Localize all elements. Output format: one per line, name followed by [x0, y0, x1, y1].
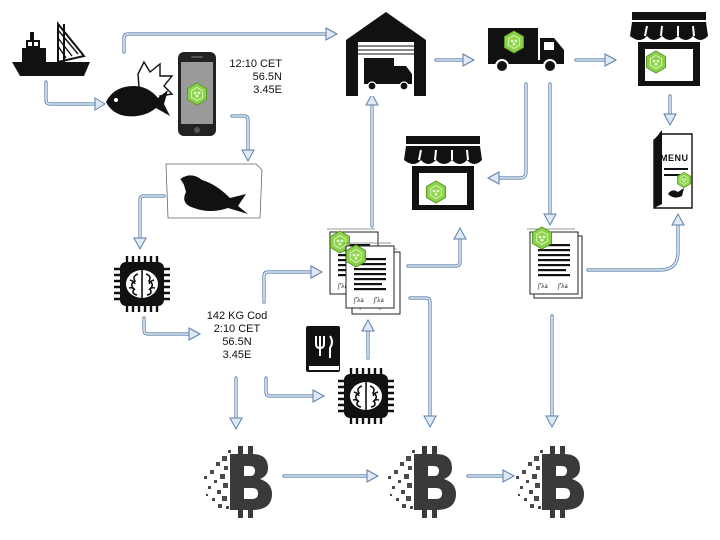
- arrow-documents-to-blockchain: [408, 296, 437, 429]
- arrow-store-to-menu: [663, 94, 677, 127]
- arrow-record-to-ai2: [264, 376, 326, 403]
- arrow-invoice-to-blockchain: [545, 314, 559, 429]
- arrow-catch-to-warehouse: [122, 27, 339, 54]
- arrow-phone-to-photo: [230, 114, 255, 163]
- arrow-ai2-to-documents: [361, 318, 375, 360]
- blockchain-icon: [204, 446, 272, 518]
- arrow-truck-to-middle-store: [486, 82, 528, 185]
- arrow-boat-to-fish: [44, 80, 106, 111]
- fish-icon: [106, 60, 174, 117]
- warehouse-truck-icon: [346, 12, 426, 96]
- arrow-truck-to-invoice: [543, 82, 557, 227]
- phone-reading-lon: 3.45E: [253, 84, 282, 96]
- arrow-documents-to-store: [406, 226, 467, 268]
- arrow-truck-to-store: [574, 53, 618, 67]
- catch-record: 142 KG Cod 2:10 CET 56.5N 3.45E: [200, 310, 274, 362]
- catch-record-weight: 142 KG Cod: [206, 310, 268, 322]
- document-icon: [342, 242, 401, 315]
- menu-icon: [653, 130, 693, 209]
- phone-reading-time: 12:10 CET: [229, 58, 282, 70]
- ai-chip-icon: [336, 366, 396, 426]
- arrow-documents-to-warehouse: [365, 92, 379, 228]
- ai-chip-icon: [112, 254, 172, 314]
- fish-photo-icon: [165, 163, 263, 219]
- catch-record-time: 2:10 CET: [213, 323, 261, 335]
- catch-record-lat: 56.5N: [222, 336, 252, 348]
- delivery-truck-icon: [488, 28, 564, 73]
- arrow-blockchain-2-to-3: [466, 469, 516, 483]
- recipe-book-icon: [306, 326, 340, 372]
- arrow-blockchain-1-to-2: [282, 469, 380, 483]
- blockchain-icon: [516, 446, 584, 518]
- store-icon: [629, 11, 709, 87]
- phone-reading: 12:10 CET 56.5N 3.45E: [222, 58, 282, 97]
- blockchain-icon: [388, 446, 456, 518]
- arrow-record-to-blockchain: [229, 376, 243, 431]
- catch-record-lon: 3.45E: [222, 349, 252, 361]
- arrow-record-to-documents: [262, 265, 324, 304]
- document-icon: [526, 226, 583, 299]
- store-icon: [403, 135, 483, 211]
- arrow-photo-to-ai: [133, 194, 166, 251]
- arrow-warehouse-to-truck: [434, 53, 476, 67]
- smartphone-icon: [178, 52, 216, 136]
- menu-label: MENU: [660, 153, 689, 163]
- arrow-invoice-to-menu: [586, 212, 685, 272]
- fishing-boat-icon: [12, 21, 90, 76]
- flow-arrows: [44, 27, 685, 483]
- phone-reading-lat: 56.5N: [252, 71, 282, 83]
- arrow-ai-to-record: [142, 316, 202, 341]
